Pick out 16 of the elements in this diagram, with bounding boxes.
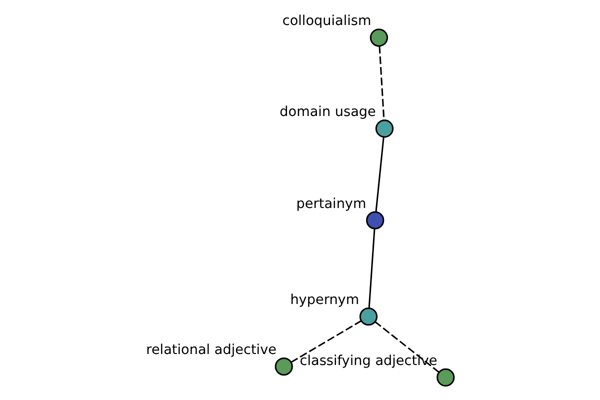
node-circle [436,368,454,387]
node-label: domain usage [279,104,376,120]
node-label: classifying adjective [299,352,437,369]
node-label: colloquialism [282,13,371,30]
connector [368,228,375,308]
node-circle [374,120,394,138]
node-label: hypernym [290,292,359,308]
node-label: pertainym [296,196,366,212]
connector [290,320,362,363]
connector [374,137,384,212]
node-circle [369,28,388,47]
node-circle [366,211,384,230]
connector [374,321,440,373]
node-circle [274,357,292,376]
node-label: relational adjective [146,342,276,358]
node-circle [358,308,378,326]
